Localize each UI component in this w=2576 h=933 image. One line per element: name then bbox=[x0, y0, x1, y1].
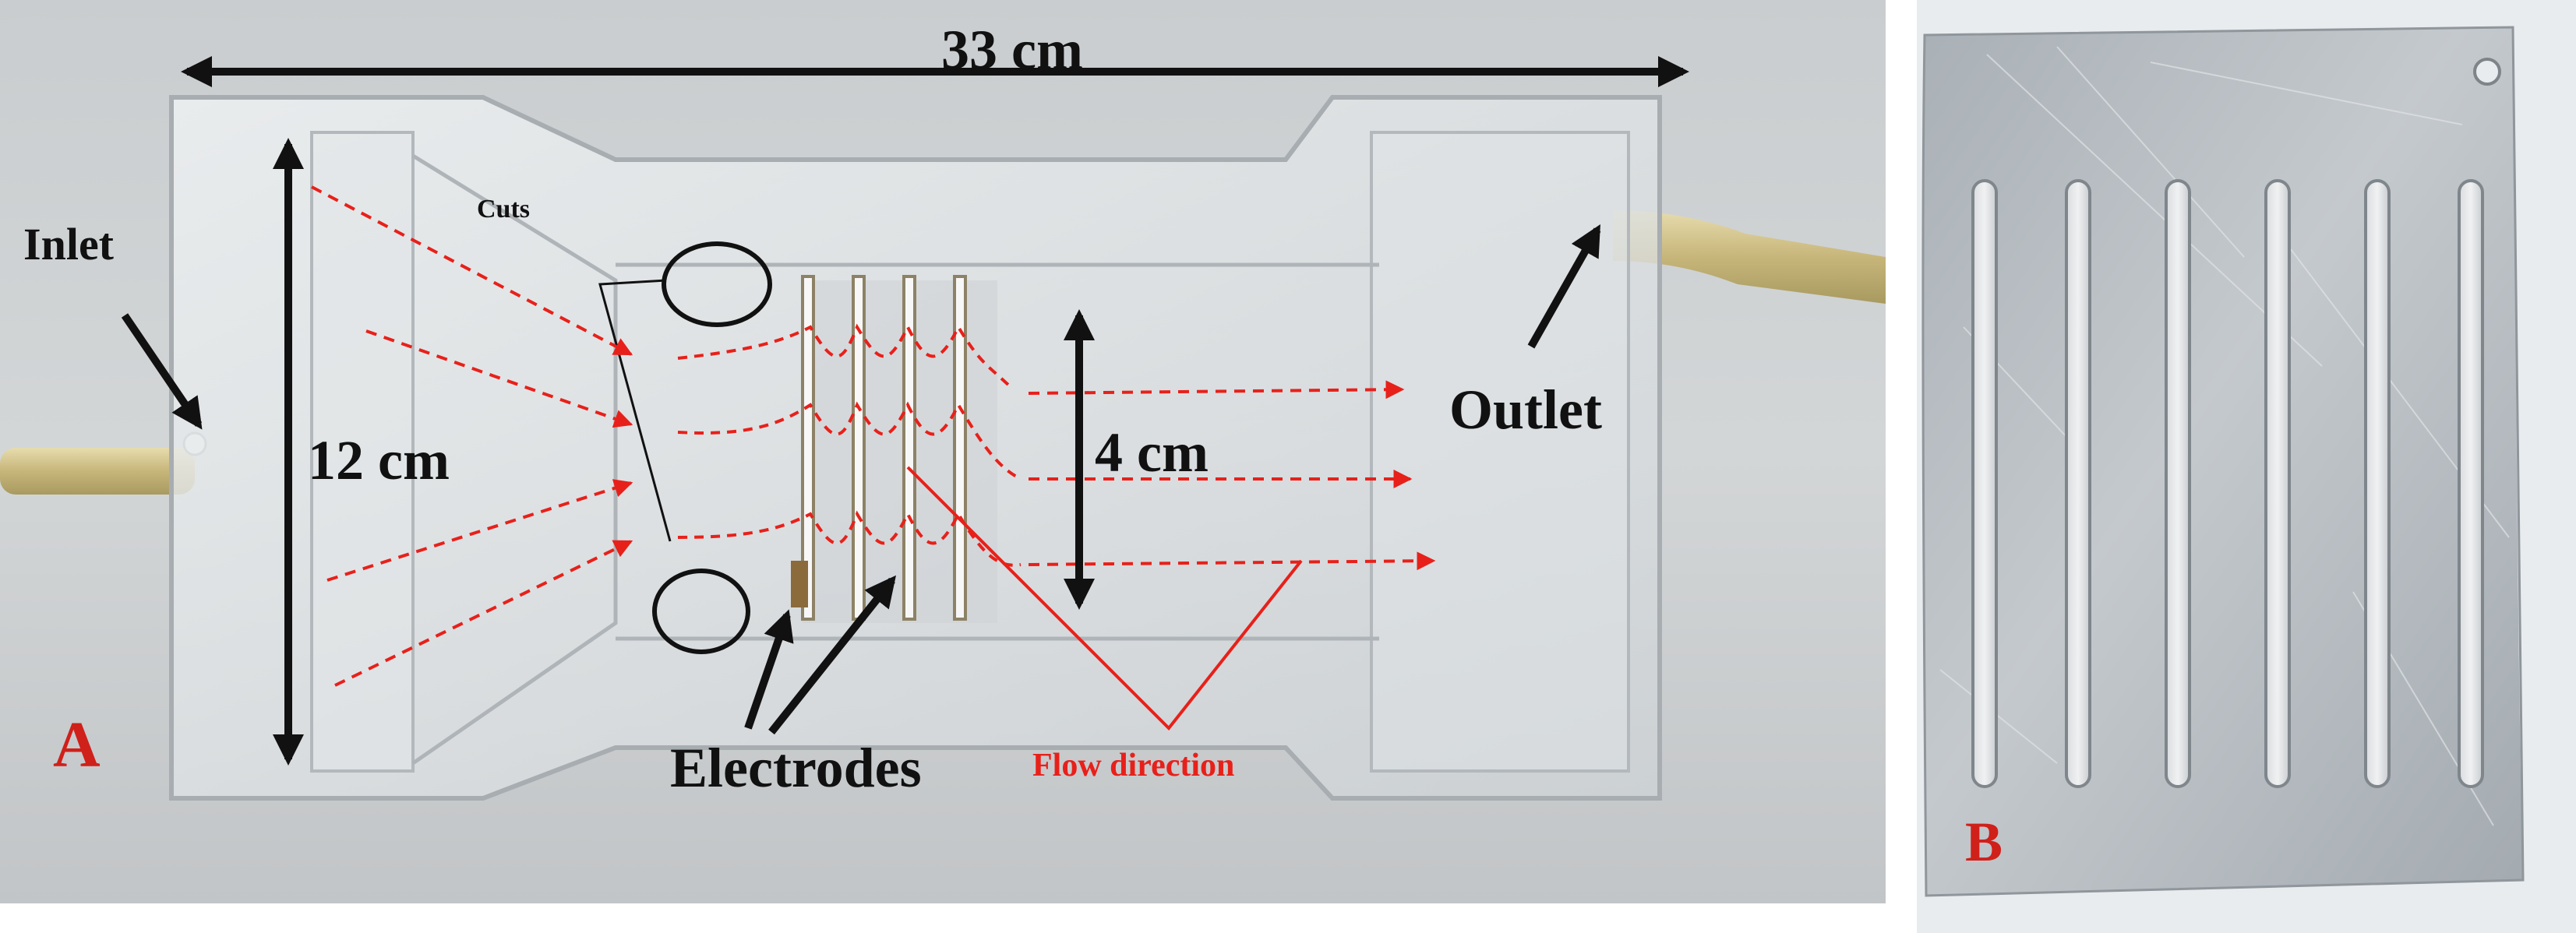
inlet-label: Inlet bbox=[23, 219, 114, 269]
slot bbox=[2364, 179, 2391, 788]
flow-direction-leader bbox=[906, 466, 1303, 731]
outlet-label: Outlet bbox=[1449, 378, 1602, 441]
inlet-chamber-wall bbox=[310, 131, 415, 773]
electrode-arrow-1 bbox=[744, 609, 794, 730]
inlet-arrow bbox=[121, 313, 203, 430]
flow-arrow bbox=[311, 185, 633, 356]
width-label: 12 cm bbox=[308, 429, 450, 491]
channel-width-label: 4 cm bbox=[1095, 421, 1209, 484]
outlet-arrow bbox=[1527, 224, 1601, 349]
cuts-leader bbox=[598, 279, 672, 542]
slot bbox=[1971, 179, 1998, 788]
dimension-arrows bbox=[121, 56, 1689, 766]
cut-circle-top bbox=[662, 241, 772, 327]
slot bbox=[2065, 179, 2091, 788]
outlet-tube bbox=[1613, 210, 1886, 304]
slot-group bbox=[1971, 179, 2484, 788]
electrode-zone bbox=[803, 280, 997, 623]
flow-path bbox=[677, 510, 1022, 567]
electrode-plate bbox=[953, 275, 967, 621]
panel-b-letter: B bbox=[1965, 811, 2003, 873]
flow-arrow bbox=[1028, 551, 1436, 571]
flow-path bbox=[677, 323, 1015, 391]
flow-path bbox=[677, 401, 1022, 481]
cut-circle-bottom bbox=[652, 569, 750, 654]
electrodes-label: Electrodes bbox=[670, 737, 922, 799]
mounting-hole bbox=[2473, 58, 2501, 86]
flow-arrows-inlet bbox=[311, 185, 633, 687]
flow-arrow bbox=[326, 479, 633, 582]
reactor-photo bbox=[0, 0, 1886, 903]
electrode-plate bbox=[801, 275, 815, 621]
electrode-arrow-2 bbox=[768, 575, 896, 735]
panel-b-photo: B bbox=[1917, 0, 2576, 933]
cuts-label: Cuts bbox=[477, 195, 531, 224]
channel-walls bbox=[616, 262, 1379, 641]
electrode-plate bbox=[902, 275, 916, 621]
slot bbox=[2165, 179, 2191, 788]
panel-a-letter: A bbox=[53, 709, 101, 781]
aluminum-plate bbox=[1921, 26, 2525, 897]
electrode-plate-photo bbox=[1917, 0, 2576, 933]
flow-direction-label: Flow direction bbox=[1032, 748, 1235, 783]
outlet-chamber bbox=[1370, 131, 1630, 773]
flow-arrow bbox=[365, 329, 633, 428]
flow-arrows-electrodes bbox=[677, 323, 1022, 567]
electrode-tab bbox=[791, 561, 808, 607]
length-label: 33 cm bbox=[941, 19, 1083, 81]
panel-a-photo: 33 cm 12 cm 4 cm Inlet Outlet Cuts Elect… bbox=[0, 0, 1886, 903]
inlet-tube bbox=[0, 448, 195, 495]
slot bbox=[2458, 179, 2484, 788]
tapered-wall bbox=[411, 153, 618, 766]
slot bbox=[2264, 179, 2291, 788]
